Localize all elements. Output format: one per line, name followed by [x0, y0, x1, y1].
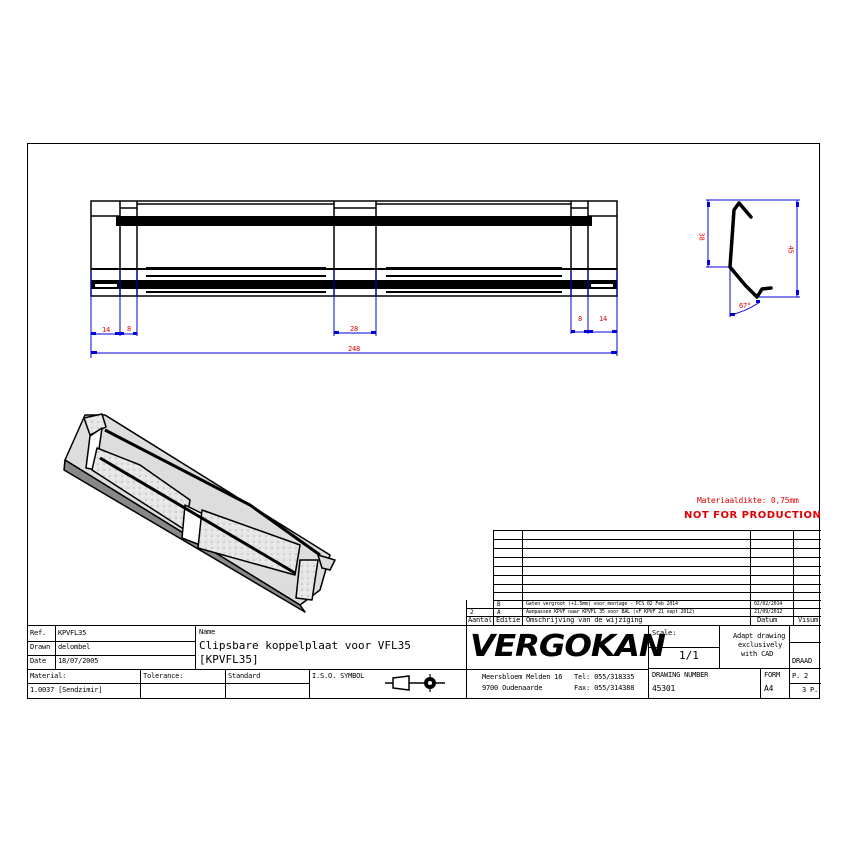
not-for-production-note: NOT FOR PRODUCTION	[684, 510, 822, 521]
dim-overall-length: 248	[348, 345, 361, 353]
company-address-line2: 9700 Oudenaarde	[482, 684, 543, 692]
dim-center-notch: 28	[350, 325, 359, 333]
revision-b-date: 02/02/2014	[754, 601, 783, 607]
part-code: [KPVFL35]	[199, 653, 259, 666]
form-label: FORM	[764, 671, 781, 679]
company-address-line1: Meersbloem Melden 16	[482, 673, 563, 681]
iso-projection-symbol-icon	[385, 674, 445, 692]
cad-note-line3: with CAD	[741, 650, 774, 658]
page-number: P. 2	[792, 672, 809, 680]
company-logo: VERGOKAN	[470, 629, 666, 664]
company-fax: Fax: 055/314388	[574, 684, 635, 692]
cad-note-line2: exclusively	[738, 641, 783, 649]
standard-label: Standard	[228, 672, 261, 680]
revision-a-description: Aanpassen KPVF naar KPVFL 35 voor BAL (v…	[526, 609, 695, 615]
ref-label: Ref.	[30, 629, 47, 637]
form-value: A4	[764, 684, 774, 693]
material-value: 1.0037 [Sendzimir]	[30, 686, 103, 694]
ref-value: KPVFL35	[58, 629, 87, 637]
revision-header-editie: Editie	[496, 616, 521, 624]
material-thickness-note: Materiaaldikte: 0,75mm	[697, 496, 799, 505]
tolerance-label: Tolerance:	[143, 672, 184, 680]
dim-left-end: 14	[102, 326, 111, 334]
scale-value: 1/1	[679, 649, 699, 662]
page-total: 3 P.	[802, 686, 819, 694]
scale-label: Scale:	[652, 629, 677, 637]
revision-header-description: Omschrijving van de wijziging	[526, 616, 643, 624]
material-label: Material:	[30, 672, 67, 680]
drawing-number: 45301	[652, 684, 676, 693]
drawing-frame	[27, 143, 820, 699]
revision-a-aantal: 2	[470, 609, 474, 616]
date-label: Date	[30, 657, 47, 665]
dim-right-end: 14	[599, 315, 608, 323]
revision-header-visum: Visum	[798, 616, 819, 624]
cad-note-line1: Adapt drawing	[733, 632, 786, 640]
dim-right-notch: 8	[578, 315, 583, 323]
drawing-number-label: DRAWING NUMBER	[652, 671, 709, 679]
dim-bend-angle: 67°	[739, 302, 752, 310]
company-tel: Tel: 055/318335	[574, 673, 635, 681]
material-type: DRAAD	[792, 657, 813, 665]
dim-left-notch: 8	[127, 325, 132, 333]
revision-b-editie: B	[497, 601, 501, 608]
iso-symbol-label: I.S.O. SYMBOL	[312, 672, 365, 680]
revision-a-date: 21/09/2012	[754, 609, 783, 615]
revision-header-datum: Datum	[757, 616, 778, 624]
revision-a-editie: A	[497, 609, 501, 616]
drawn-label: Drawn	[30, 643, 51, 651]
part-name: Clipsbare koppelplaat voor VFL35	[199, 639, 411, 652]
revision-header-aantal: Aantal	[468, 616, 493, 624]
date-value: 18/07/2005	[58, 657, 99, 665]
revision-b-description: Gaten vergroot (+1.5mm) voor montage - P…	[526, 601, 678, 607]
name-label: Name	[199, 628, 216, 636]
drawn-value: delombel	[58, 643, 91, 651]
